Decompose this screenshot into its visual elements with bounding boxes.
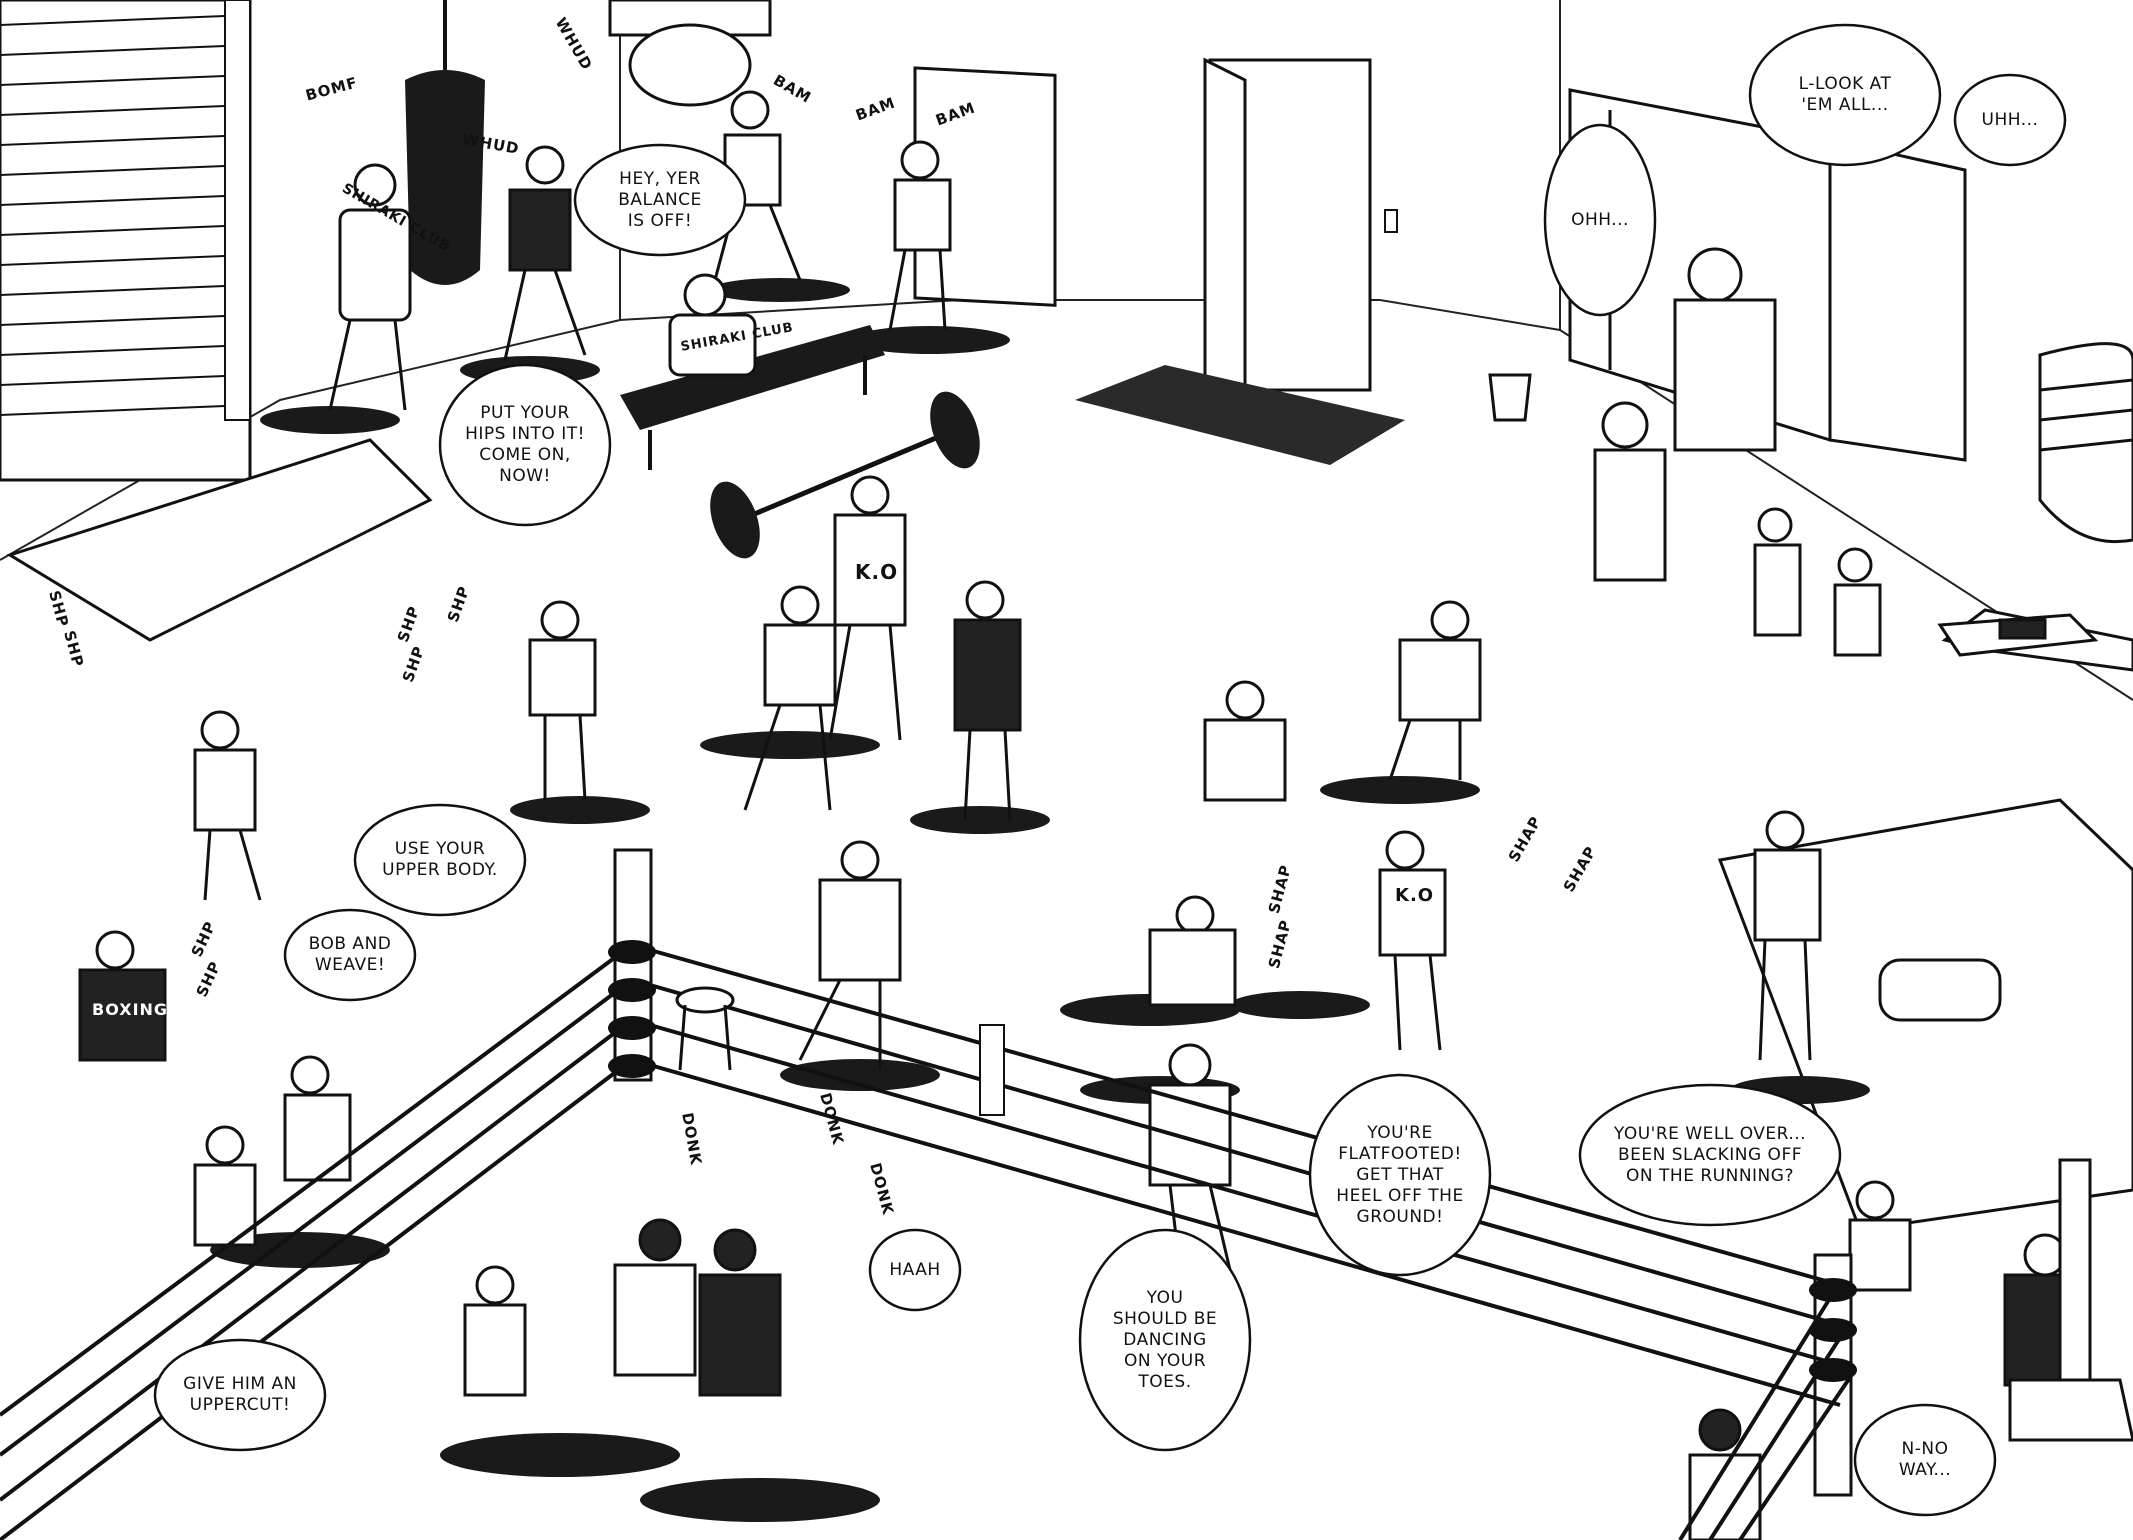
speech-balloon-outlines [153, 23, 2067, 1517]
speech-balloon-no-way: N-NO WAY... [1898, 1439, 1952, 1480]
open-door [1203, 57, 1398, 412]
speed-bag-platform [608, 0, 772, 107]
speech-balloon-uppercut: GIVE HIM AN UPPERCUT! [183, 1374, 297, 1415]
speech-balloon-uhh: UHH... [1981, 109, 2039, 130]
weighing-scale [2008, 1158, 2133, 1442]
shirt-lettering-boxing: BOXING [92, 1000, 169, 1019]
speech-balloon-well-over: YOU'RE WELL OVER... BEEN SLACKING OFF ON… [1613, 1123, 1807, 1186]
speech-balloon-dancing: YOU SHOULD BE DANCING ON YOUR TOES. [1112, 1287, 1218, 1392]
doormat [1075, 365, 1405, 465]
speech-balloon-look-at-em: L-LOOK AT 'EM ALL... [1798, 74, 1892, 115]
shirt-lettering-ko-lifter: K.O [855, 560, 899, 584]
speech-balloon-bob-weave: BOB AND WEAVE! [308, 934, 392, 975]
weight-bench [620, 325, 885, 470]
speech-balloon-ohh: OHH... [1571, 209, 1629, 230]
barbell [710, 391, 980, 559]
shoe-bench [1937, 613, 2099, 657]
speech-balloon-hips: PUT YOUR HIPS INTO IT! COME ON, NOW! [465, 403, 585, 486]
boxing-ring [0, 848, 1857, 1540]
shirt-lettering-ko-roper: K.O [1395, 885, 1435, 906]
bucket [1488, 373, 1532, 422]
corner-stool [675, 986, 735, 1071]
roller-shutter [0, 0, 252, 482]
gym-figures [78, 90, 2077, 1540]
speech-balloon-upper-body: USE YOUR UPPER BODY. [382, 839, 498, 880]
floor-shadows [210, 278, 1870, 1522]
speech-balloon-flatfooted: YOU'RE FLATFOOTED! GET THAT HEEL OFF THE… [1336, 1122, 1464, 1227]
speech-balloon-haah: HAAH [889, 1259, 941, 1280]
stretching-mat [6, 438, 433, 642]
speech-balloon-balance: HEY, YER BALANCE IS OFF! [618, 168, 702, 231]
heavy-bag [405, 0, 485, 285]
